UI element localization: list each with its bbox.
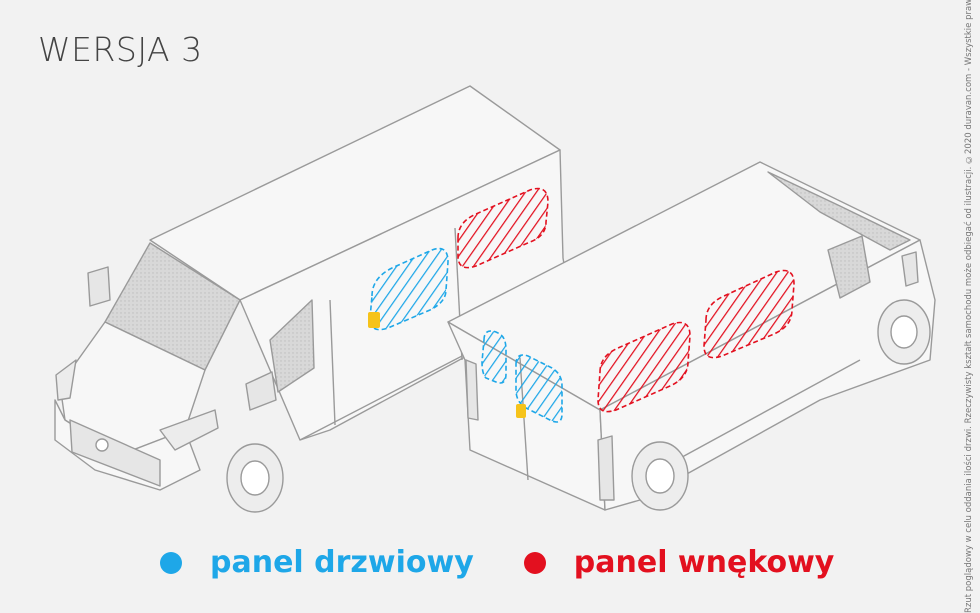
legend-label-door-panel: panel drzwiowy xyxy=(210,545,474,580)
rear-van-door-handle xyxy=(516,404,526,418)
legend: panel drzwiowy panel wnękowy xyxy=(160,545,884,580)
door-panel-dot-icon xyxy=(160,551,182,574)
front-van-recess-panel xyxy=(457,187,549,269)
front-van-door-handle xyxy=(368,312,380,328)
front-van-door-panel xyxy=(369,247,449,331)
rear-van-door-panel-right xyxy=(515,354,563,423)
rear-van xyxy=(447,161,936,511)
recess-panel-dot-icon xyxy=(523,551,546,574)
legend-label-recess-panel: panel wnękowy xyxy=(573,545,835,580)
legend-item-recess-panel: panel wnękowy xyxy=(523,545,835,580)
disclaimer-text: Rzut poglądowy w celu oddania ilości drz… xyxy=(964,0,974,613)
rear-van-recess-panel-right xyxy=(703,269,795,359)
rear-van-recess-panel-left xyxy=(597,321,691,413)
rear-van-door-panel-left xyxy=(481,330,507,384)
legend-item-door-panel: panel drzwiowy xyxy=(160,545,474,580)
version-title: WERSJA 3 xyxy=(38,30,203,69)
